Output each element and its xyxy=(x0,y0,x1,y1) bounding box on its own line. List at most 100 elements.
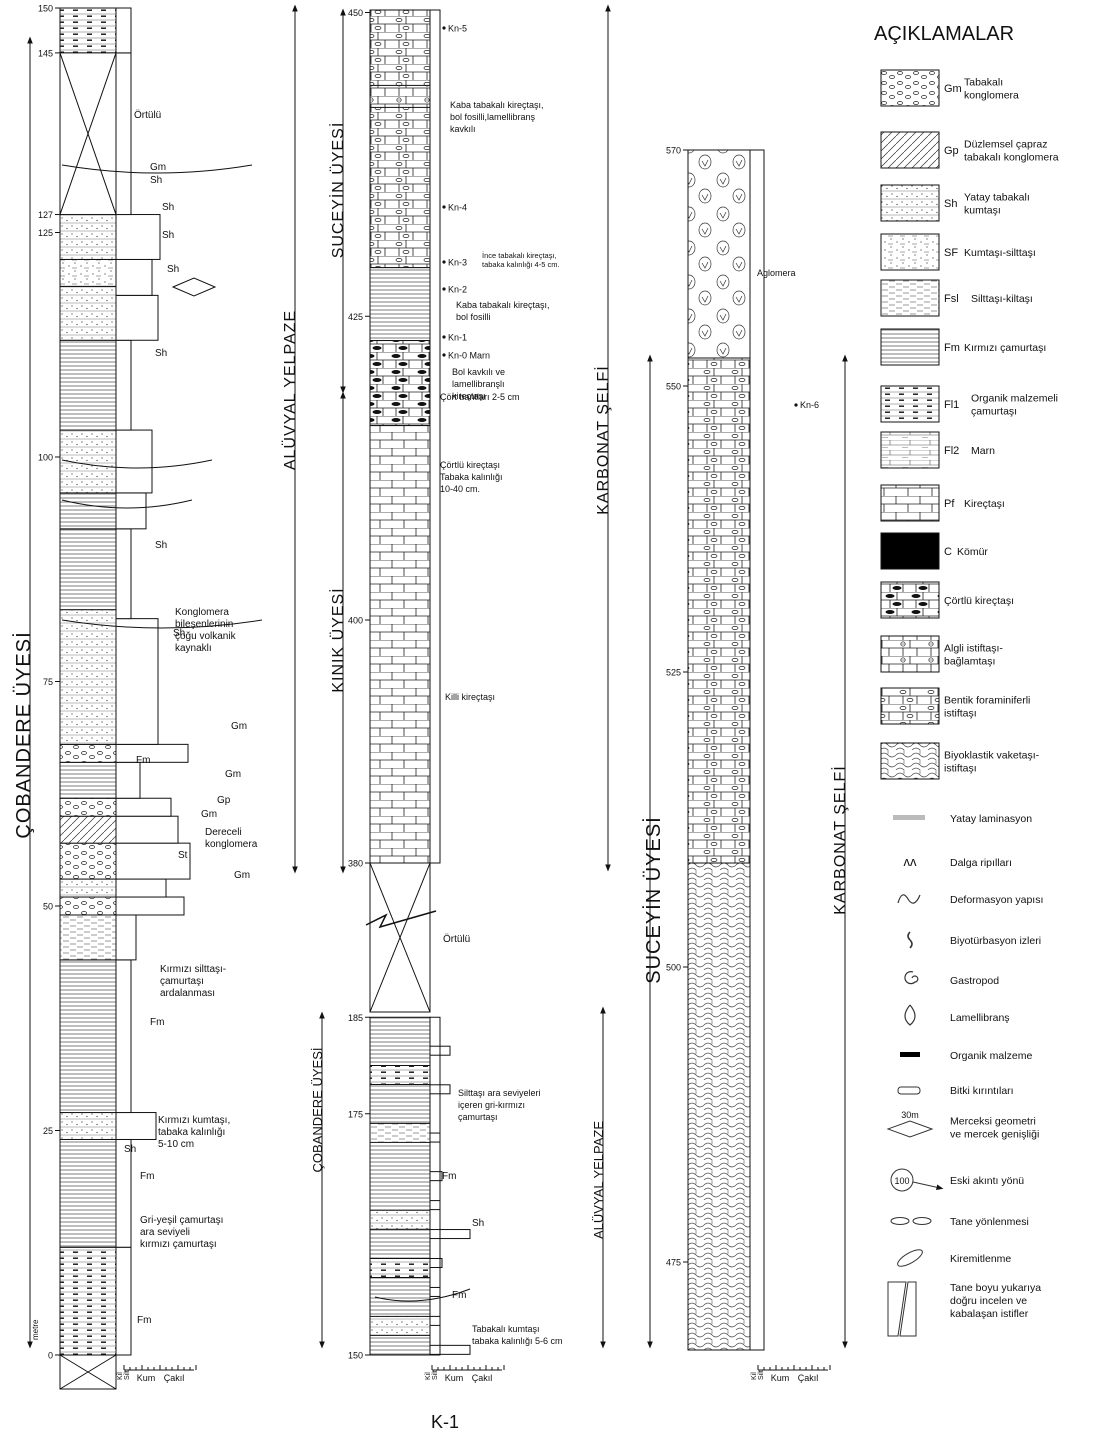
col1-grain-scale-mud: Kil xyxy=(117,1372,124,1380)
col1-note-siltstone: çamurtaşı xyxy=(160,976,204,987)
legend-symbol-text: Gastropod xyxy=(950,975,999,987)
col1-unit-label: ÇOBANDERE ÜYESİ xyxy=(12,631,35,838)
col2-sample-label: Kn-4 xyxy=(448,203,467,213)
legend-text: Algli istiftaşı- xyxy=(944,643,1003,655)
lens-icon-label: 30m xyxy=(901,1110,919,1120)
col1-note-conglomerate: kaynaklı xyxy=(175,643,212,654)
col4-grain-scale-gravel: Çakıl xyxy=(798,1373,819,1383)
legend-text: konglomera xyxy=(964,90,1019,102)
col2-bioclastic-limestone xyxy=(369,9,431,269)
col2-note-chert-limestone: Çörtlü kireçtaşı xyxy=(440,460,500,470)
col1-lens-3 xyxy=(61,619,263,629)
col4-depth-label: 570 xyxy=(666,146,681,156)
legend-text: tabakalı konglomera xyxy=(964,152,1059,164)
col1-bed-18 xyxy=(59,258,117,287)
col3-facies-label: Fm xyxy=(442,1171,456,1182)
legend-text: Yatay tabakalı xyxy=(964,192,1030,204)
legend-swatch-algal xyxy=(880,635,940,673)
col1-bed-4 xyxy=(59,914,117,961)
legend-symbol-text: Bitki kırıntıları xyxy=(950,1085,1014,1097)
col1-metre-label: metre xyxy=(31,1319,40,1340)
col2-shelly-limestone xyxy=(369,267,431,342)
col2-sample-dot xyxy=(442,287,446,291)
col1-facies-label: Sh xyxy=(162,202,174,213)
col1-profile-8 xyxy=(115,815,179,844)
legend-swatch-fm xyxy=(880,328,940,366)
col2-chert-limestone xyxy=(369,340,431,427)
col1-profile-3 xyxy=(115,959,132,1114)
col3-grain-scale-gravel: Çakıl xyxy=(472,1373,493,1383)
col2-note-shelly: Bol kavkılı ve xyxy=(452,367,505,377)
col2-depth-label: 425 xyxy=(348,312,363,322)
col1-bed-12 xyxy=(59,609,117,745)
grain-orientation-icon xyxy=(890,1217,910,1225)
col4-depth-label: 500 xyxy=(666,963,681,973)
col1-depth-label: 0 xyxy=(48,1351,53,1361)
organic-matter-icon xyxy=(900,1052,920,1057)
col2-note-shelly: lamellibranşlı xyxy=(452,379,505,389)
legend-swatch-bioclast xyxy=(880,742,940,780)
col1-note-mudstone: Gri-yeşil çamurtaşı xyxy=(140,1215,223,1226)
col2-sample-label: Kn-0 Marn xyxy=(448,351,490,361)
col3-profile-2 xyxy=(429,1132,441,1143)
col1-depth-label: 125 xyxy=(38,228,53,238)
col1-profile-2 xyxy=(115,1112,157,1140)
col1-note-mudstone: kırmızı çamurtaşı xyxy=(140,1239,217,1250)
col2-profile xyxy=(429,9,441,864)
col1-profile-1 xyxy=(115,1138,132,1248)
col3-note-sandstone: Tabakalı kumtaşı xyxy=(472,1324,540,1334)
col1-profile-13 xyxy=(115,528,132,620)
col1-bed-10 xyxy=(59,761,117,799)
col1-depth-label: 50 xyxy=(43,902,53,912)
paleocurrent-icon-label: 100 xyxy=(894,1176,909,1186)
col2-clayey-limestone xyxy=(369,425,431,864)
col1-facies-label: Gp xyxy=(217,795,231,806)
col2-note-thick-limestone: bol fosilli,lamellibranş xyxy=(450,112,536,122)
col1-bed-16 xyxy=(59,339,117,431)
legend-swatch-brick xyxy=(880,484,940,522)
col2-upper-unit: SUCEYİN ÜYESİ xyxy=(328,122,347,259)
col1-note-siltstone: ardalanması xyxy=(160,988,215,999)
col4-grain-scale-sand: Kum xyxy=(771,1373,790,1383)
legend-text: Organik malzemeli xyxy=(971,393,1058,405)
legend-code: Pf xyxy=(944,498,955,510)
figure-label: K-1 xyxy=(431,1412,459,1432)
col1-facies-label: Sh xyxy=(124,1144,136,1155)
legend-code: SF xyxy=(944,247,958,259)
legend-text: kumtaşı xyxy=(964,205,1001,217)
col2-covered-label: Örtülü xyxy=(443,933,470,945)
col1-lens-1 xyxy=(61,459,213,469)
col4-unit-label: SUCEYİN ÜYESİ xyxy=(642,816,665,983)
col3-bed-2 xyxy=(369,1209,431,1230)
col1-covered-label: Örtülü xyxy=(134,109,161,121)
col1-profile-19 xyxy=(115,214,161,260)
col1-profile-10 xyxy=(115,761,141,799)
col2-depth-label: 450 xyxy=(348,8,363,18)
col2-note-thin-limestone: İnce tabakalı kireçtaşı, xyxy=(482,251,557,260)
col4-facies-label: KARBONAT ŞELFİ xyxy=(830,765,849,914)
col2-note-chert-limestone: Tabaka kalınlığı xyxy=(440,472,503,482)
col1-profile-16 xyxy=(115,339,132,431)
col3-profile-9 xyxy=(429,1344,471,1355)
col1-bed-11 xyxy=(59,743,117,763)
col3-facies-label: Fm xyxy=(452,1290,466,1301)
col2-facies-left: ALÜVYAL YELPAZE xyxy=(281,310,299,470)
legend-swatch-sh xyxy=(880,184,940,222)
col1-profile-17 xyxy=(115,294,159,341)
col2-sample-dot xyxy=(442,260,446,264)
col1-note-conglomerate: Konglomera xyxy=(175,607,229,618)
col1-profile-20 xyxy=(115,52,132,216)
legend-text: Çörtlü kireçtaşı xyxy=(944,595,1014,607)
col2-sample-label: Kn-3 xyxy=(448,258,467,268)
col1-facies-label: Sh xyxy=(155,348,167,359)
col4-bioclastic-wackestone xyxy=(687,862,751,1351)
paleocurrent-arrow-icon xyxy=(912,1181,944,1190)
col1-profile-7 xyxy=(115,842,191,880)
col1-note-conglomerate: çoğu volkanik xyxy=(175,631,237,642)
col3-depth-label: 150 xyxy=(348,1351,363,1361)
legend-swatch-fl1 xyxy=(880,385,940,423)
col2-note-chert-bands: Çört bantları 2-5 cm xyxy=(440,392,520,402)
col3-depth-label: 185 xyxy=(348,1013,363,1023)
legend-swatch-fsl xyxy=(880,279,940,317)
